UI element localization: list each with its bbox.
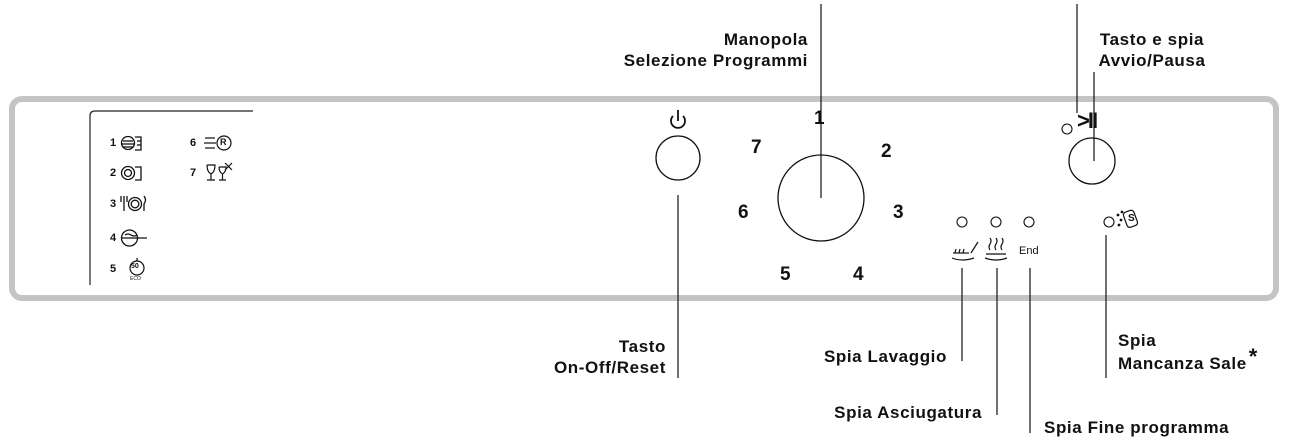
label-on-off-line1: Tasto bbox=[618, 337, 666, 356]
dial-number-7: 7 bbox=[751, 137, 762, 158]
dry-led bbox=[990, 216, 1002, 228]
timer-text: 50 bbox=[131, 263, 139, 270]
program-number-1: 1 bbox=[110, 137, 117, 149]
program-number-3: 3 bbox=[110, 198, 117, 210]
label-spia-fine: Spia Fine programma bbox=[1044, 418, 1230, 437]
label-tasto-spia-line1: Tasto e spia bbox=[1099, 30, 1205, 49]
dial-number-1: 1 bbox=[814, 108, 825, 129]
dial-number-3: 3 bbox=[893, 202, 904, 223]
wash-led bbox=[956, 216, 968, 228]
label-on-off-line2: On-Off/Reset bbox=[553, 358, 666, 377]
program-number-6: 6 bbox=[190, 137, 197, 149]
control-panel bbox=[9, 96, 1279, 301]
dial-number-4: 4 bbox=[853, 264, 864, 285]
program-number-7: 7 bbox=[190, 167, 197, 179]
label-spia-sale-line1: Spia bbox=[1118, 331, 1157, 350]
power-icon bbox=[670, 110, 686, 129]
label-spia-lavaggio: Spia Lavaggio bbox=[823, 347, 947, 366]
program-number-4: 4 bbox=[110, 232, 117, 244]
leader-lines bbox=[677, 4, 1107, 433]
label-manopola: Manopola Selezione Programmi bbox=[624, 29, 808, 71]
asterisk: * bbox=[1248, 344, 1258, 369]
timer-sub-text: ECO bbox=[130, 276, 141, 282]
end-led bbox=[1023, 216, 1035, 228]
label-tasto-spia: Tasto e spia Avvio/Pausa bbox=[1082, 29, 1222, 71]
dial-number-5: 5 bbox=[780, 264, 791, 285]
label-manopola-line2: Selezione Programmi bbox=[623, 51, 808, 70]
label-tasto-spia-line2: Avvio/Pausa bbox=[1098, 51, 1206, 70]
dial-number-6: 6 bbox=[738, 202, 749, 223]
program-number-5: 5 bbox=[110, 263, 117, 275]
salt-led bbox=[1103, 216, 1115, 228]
label-spia-asciugatura: Spia Asciugatura bbox=[834, 403, 982, 422]
rapid-text: R bbox=[220, 137, 227, 147]
dial-number-2: 2 bbox=[881, 141, 892, 162]
label-spia-sale-line2-wrap: Mancanza Sale* bbox=[1118, 346, 1258, 374]
label-on-off: Tasto On-Off/Reset bbox=[554, 336, 666, 378]
program-list-bracket bbox=[89, 110, 253, 285]
start-pause-button[interactable] bbox=[1068, 137, 1116, 185]
timer-50-icon bbox=[129, 258, 145, 276]
salt-icon bbox=[1116, 209, 1139, 228]
label-manopola-line1: Manopola bbox=[723, 30, 808, 49]
eco-wash-icon bbox=[120, 229, 147, 247]
label-spia-sale-line2: Mancanza Sale bbox=[1118, 354, 1247, 373]
wash-icon bbox=[951, 241, 979, 261]
pot-wash-icon bbox=[120, 165, 142, 181]
salt-text: S bbox=[1128, 213, 1135, 224]
start-pause-led bbox=[1061, 123, 1073, 135]
glass-wash-icon bbox=[206, 162, 233, 181]
start-pause-symbol: >II bbox=[1077, 108, 1098, 133]
on-off-reset-button[interactable] bbox=[655, 135, 701, 181]
program-number-2: 2 bbox=[110, 167, 117, 179]
label-spia-sale: Spia Mancanza Sale* bbox=[1118, 330, 1258, 374]
heavy-wash-icon bbox=[120, 135, 142, 151]
drying-icon bbox=[984, 237, 1008, 261]
rapid-wash-icon bbox=[204, 135, 232, 151]
end-label: End bbox=[1019, 245, 1039, 257]
plate-cutlery-icon bbox=[120, 195, 147, 212]
